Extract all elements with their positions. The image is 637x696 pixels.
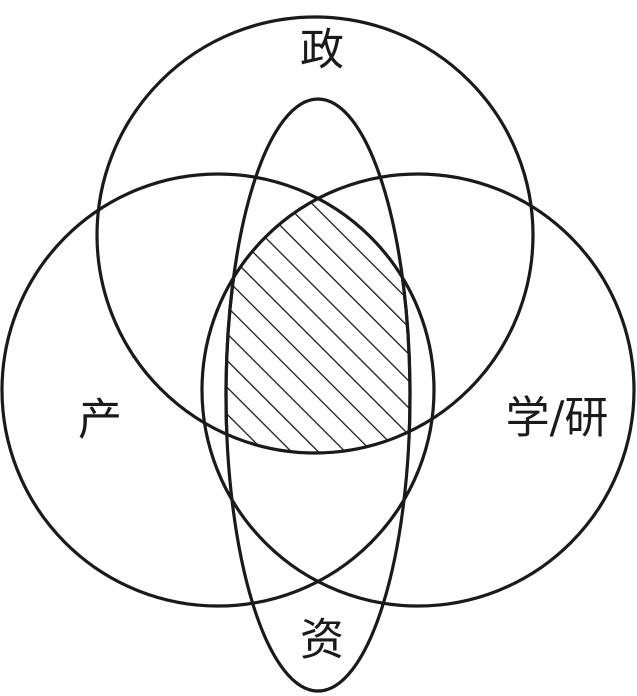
set-zi-label: 资 — [300, 615, 344, 666]
set-zheng-circle — [95, 15, 535, 455]
set-chan-label: 产 — [78, 395, 122, 446]
set-xueyan-label: 学/研 — [506, 393, 609, 444]
set-xueyan-circle — [200, 172, 636, 608]
set-zheng-label: 政 — [300, 25, 344, 76]
set-chan-circle — [0, 172, 436, 608]
set-zi-ellipse — [224, 97, 412, 693]
